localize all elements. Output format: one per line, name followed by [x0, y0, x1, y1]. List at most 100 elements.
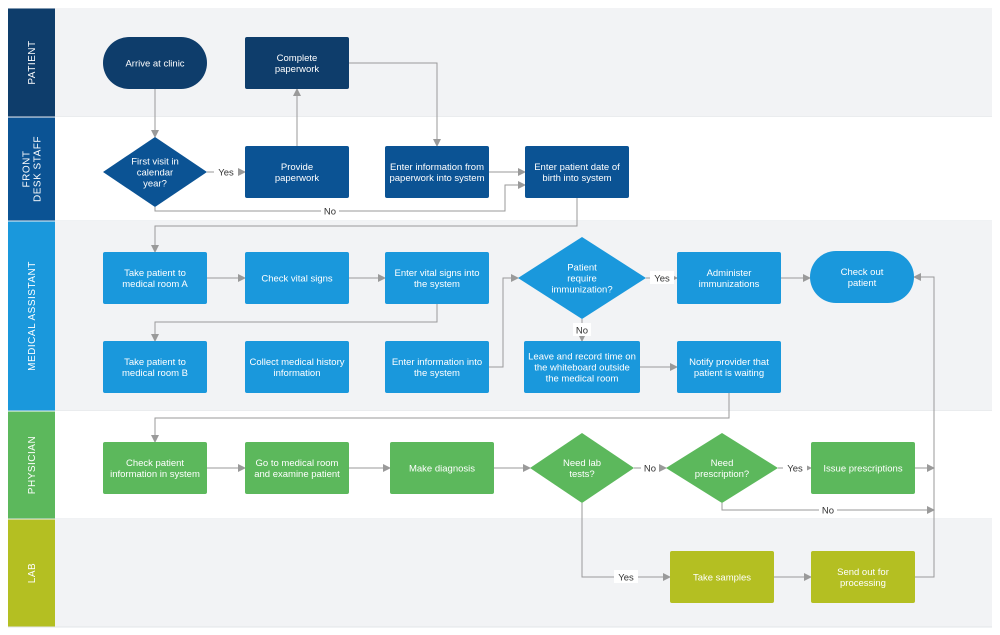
edge-label: No: [576, 326, 588, 337]
process-shape: [677, 341, 781, 393]
lane-label: MEDICAL ASSISTANT: [27, 261, 38, 371]
node-take_samples: Take samples: [670, 551, 774, 603]
process-shape: [385, 146, 489, 198]
node-vitals: Check vital signs: [245, 252, 349, 304]
connector-enter_info_ma-to-immunization_q: [489, 274, 519, 368]
edge-label: Yes: [654, 274, 670, 285]
process-shape: [245, 252, 349, 304]
lane-header: [8, 117, 55, 221]
connector-lab_q-to-take_samples: [581, 503, 671, 581]
process-shape: [677, 252, 781, 304]
process-shape: [245, 146, 349, 198]
edge-label: No: [822, 506, 834, 517]
decision-shape: [666, 433, 778, 503]
process-shape: [385, 341, 489, 393]
decision-shape: [518, 237, 646, 319]
edge-label-bg: [573, 323, 591, 336]
edge-label: Yes: [787, 464, 803, 475]
process-shape: [245, 341, 349, 393]
process-shape: [103, 442, 207, 494]
lane-label: LAB: [27, 563, 38, 583]
connector-complete_paperwork-to-enter_info_paperwork: [349, 62, 441, 147]
process-shape: [670, 551, 774, 603]
lane-label: PHYSICIAN: [27, 436, 38, 494]
edge-label-bg: [819, 503, 837, 516]
node-issue_rx: Issue prescriptions: [811, 442, 915, 494]
terminal-shape: [103, 37, 207, 89]
lanes-layer: PATIENT FRONTDESK STAFF MEDICAL ASSISTANT P…: [8, 8, 992, 628]
connector-enter_dob-to-room_a: [151, 198, 578, 253]
process-shape: [811, 551, 915, 603]
edge-label-bg: [650, 271, 674, 284]
process-shape: [245, 37, 349, 89]
lane-header: [8, 221, 55, 411]
node-label: Check vital signs: [261, 274, 333, 285]
node-label: Take samples: [693, 573, 751, 584]
connector-first_visit-to-enter_dob: [154, 181, 526, 212]
edge-label-bg: [614, 570, 638, 583]
edge-label-bg: [321, 204, 339, 217]
lane-header: [8, 8, 55, 117]
process-shape: [524, 341, 640, 393]
node-arrive: Arrive at clinic: [103, 37, 207, 89]
process-shape: [385, 252, 489, 304]
edge-label-bg: [783, 461, 807, 474]
connector-enter_vitals-to-room_b: [151, 304, 438, 342]
edge-label: No: [644, 464, 656, 475]
connector-prescription_q-to-check_out: [721, 503, 935, 514]
process-shape: [103, 341, 207, 393]
lane-label: FRONTDESK STAFF: [22, 136, 44, 202]
edge-label-bg: [214, 165, 238, 178]
edge-label: Yes: [218, 168, 234, 179]
process-shape: [103, 252, 207, 304]
decision-shape: [103, 137, 207, 207]
edge-label: Yes: [618, 573, 634, 584]
process-shape: [245, 442, 349, 494]
node-diagnosis: Make diagnosis: [390, 442, 494, 494]
decision-shape: [530, 433, 634, 503]
edges-layer: [151, 62, 935, 581]
process-shape: [390, 442, 494, 494]
edge-label-bg: [641, 461, 659, 474]
lane-header: [8, 519, 55, 627]
lane-header: [8, 411, 55, 519]
edge-label: No: [324, 207, 336, 218]
lane-label: PATIENT: [27, 40, 38, 84]
node-label: Arrive at clinic: [125, 59, 184, 70]
